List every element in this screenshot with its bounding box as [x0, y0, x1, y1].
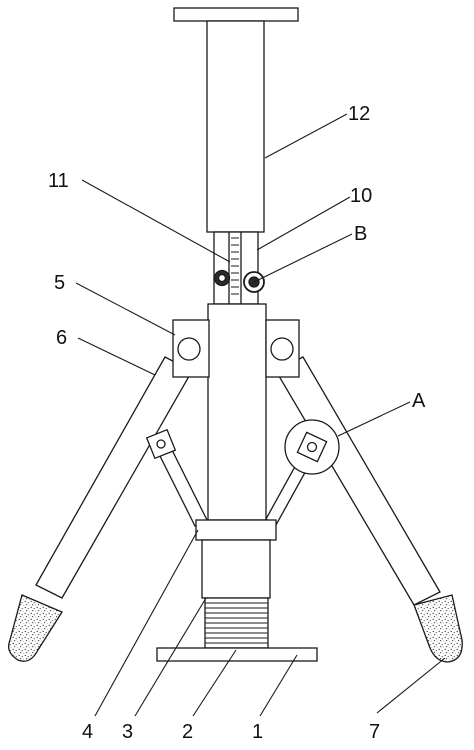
leader-5	[75, 282, 176, 336]
label-3: 3	[122, 721, 133, 743]
brace-joint-right-pin	[306, 441, 318, 453]
leader-1	[259, 654, 298, 717]
upper-cylinder-tube	[206, 20, 265, 233]
label-12: 12	[348, 103, 370, 125]
top-cap-plate	[173, 7, 299, 22]
label-10: 10	[350, 185, 372, 207]
leader-a	[337, 401, 411, 437]
hinge-pin-right	[270, 337, 294, 361]
rack-teeth	[231, 237, 239, 295]
foot-pad-right	[413, 594, 463, 663]
foot-pad-left	[7, 594, 63, 662]
leader-10	[256, 196, 351, 251]
leader-12	[264, 113, 348, 159]
leader-b	[253, 233, 353, 283]
sliding-collar	[195, 519, 277, 541]
label-2: 2	[182, 721, 193, 743]
label-6: 6	[56, 327, 67, 349]
hinge-pin-left	[177, 337, 201, 361]
label-b: B	[354, 223, 367, 245]
leader-6	[77, 337, 156, 376]
label-11: 11	[48, 170, 69, 192]
label-4: 4	[82, 721, 93, 743]
label-7: 7	[369, 721, 380, 743]
label-a: A	[412, 390, 426, 412]
leader-11	[81, 179, 231, 263]
locking-knob-left	[213, 269, 231, 287]
lower-housing	[201, 539, 271, 599]
brace-joint-left-pin	[156, 439, 166, 449]
leg-left	[35, 356, 193, 599]
base-plate	[156, 647, 318, 662]
leader-7	[376, 657, 446, 714]
label-1: 1	[252, 721, 263, 743]
main-column	[207, 303, 267, 521]
spring-coils	[205, 602, 268, 644]
leader-3	[134, 597, 207, 717]
label-5: 5	[54, 272, 65, 294]
leader-2	[192, 649, 237, 717]
leader-4	[94, 529, 199, 717]
rack-rod	[213, 231, 259, 305]
